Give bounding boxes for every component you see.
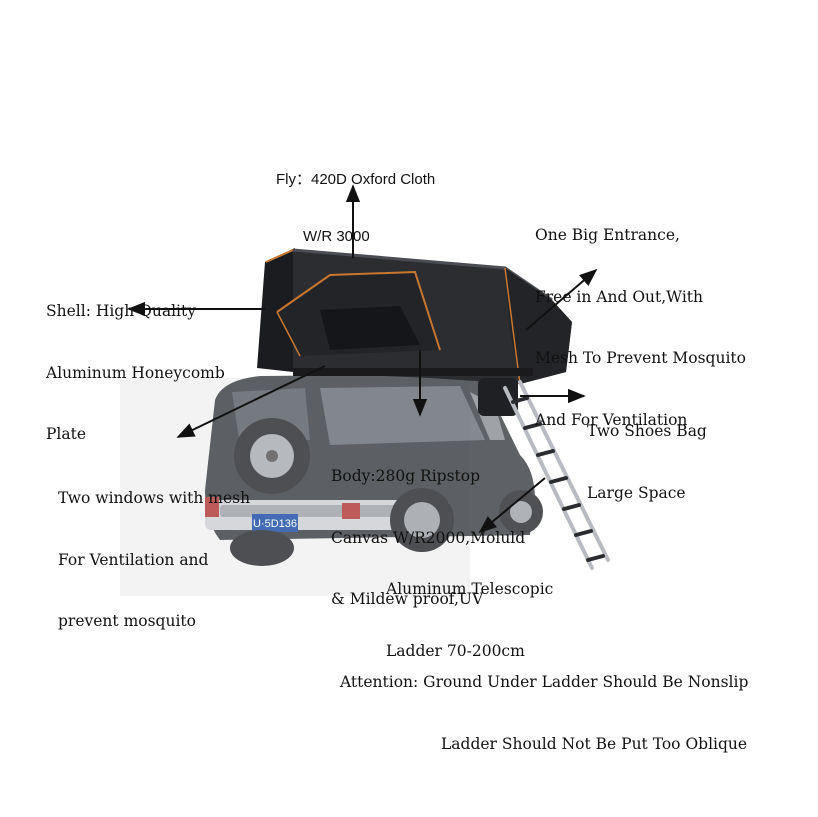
shell-line-3: Plate — [46, 425, 87, 443]
shoes-line-1: Two Shoes Bag — [587, 422, 707, 440]
label-body: Body:280g Ripstop Canvas W/R2000,Moluld … — [331, 425, 525, 630]
label-shell: Shell: High Quality Aluminum Honeycomb P… — [46, 260, 225, 465]
ladder-line-2: Ladder 70-200cm — [386, 641, 525, 660]
rooftop-tent — [257, 248, 572, 416]
label-fly: Fly：420D Oxford Cloth W/R 3000 — [276, 132, 435, 265]
label-entrance: One Big Entrance, Free in And Out,With M… — [535, 184, 746, 451]
label-ladder: Aluminum Telescopic Ladder 70-200cm — [386, 538, 553, 682]
fly-line-1: Fly：420D Oxford Cloth — [276, 171, 436, 188]
entrance-line-4: And For Ventilation — [535, 410, 688, 429]
windows-line-1: Two windows with mesh — [58, 489, 251, 507]
fly-line-2: W/R 3000 — [303, 228, 370, 245]
entrance-line-1: One Big Entrance, — [535, 226, 680, 244]
attention-line-2: Ladder Should Not Be Put Too Oblique — [441, 734, 748, 753]
entrance-line-2: Free in And Out,With — [535, 287, 704, 306]
windows-line-2: For Ventilation and — [58, 550, 209, 569]
shell-line-2: Aluminum Honeycomb — [46, 363, 225, 382]
label-windows: Two windows with mesh For Ventilation an… — [58, 447, 250, 652]
shell-line-1: Shell: High Quality — [46, 302, 196, 320]
shoes-line-2: Large Space — [587, 483, 686, 502]
attention-line-1: Attention: Ground Under Ladder Should Be… — [340, 673, 749, 691]
ladder-line-1: Aluminum Telescopic — [386, 580, 554, 598]
arrow-ladder — [478, 477, 546, 534]
license-plate: U·5D136 — [253, 518, 297, 530]
shoe-bag — [478, 378, 518, 416]
entrance-line-3: Mesh To Prevent Mosquito — [535, 349, 746, 367]
attention-note: Attention: Ground Under Ladder Should Be… — [340, 631, 748, 775]
body-line-1: Body:280g Ripstop — [331, 467, 481, 485]
body-line-3: & Mildew proof,UV — [331, 590, 484, 608]
telescopic-ladder — [503, 380, 610, 570]
arrow-entrance — [525, 268, 598, 331]
leader-arrows — [127, 184, 598, 534]
label-shoes-bag: Two Shoes Bag Large Space — [587, 380, 707, 524]
arrow-windows — [176, 365, 326, 438]
windows-line-3: prevent mosquito — [58, 612, 196, 630]
body-line-2: Canvas W/R2000,Moluld — [331, 528, 526, 547]
